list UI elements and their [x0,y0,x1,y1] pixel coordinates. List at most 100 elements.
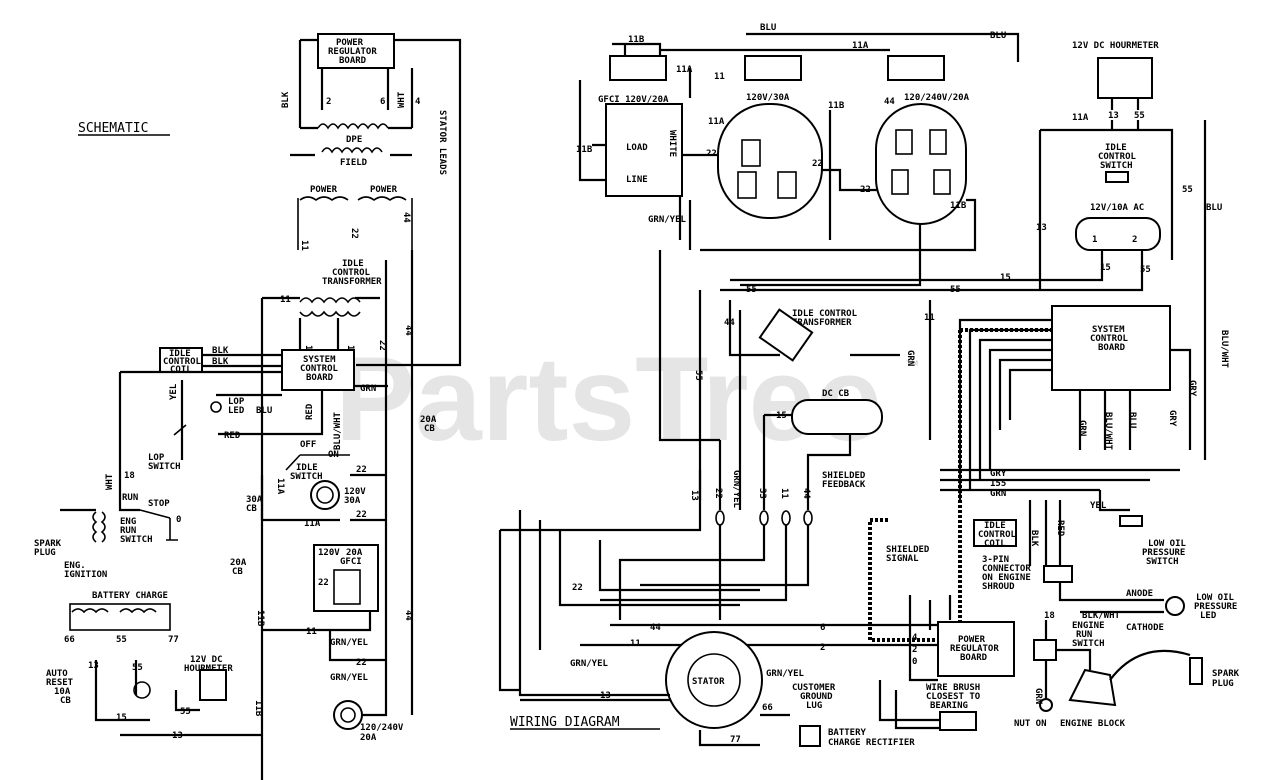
wd-30a-slot-2 [737,171,757,199]
wd-scb-2: CONTROL [1090,334,1129,344]
wd-icc-2: CONTROL [978,530,1017,540]
schem-77: 77 [168,635,179,645]
wd-idle-control-coil [973,519,1017,547]
wd-grn-scb: GRN [1077,420,1087,436]
schem-w44a: 44 [401,212,411,223]
schem-scb-line1: SYSTEM [303,355,336,365]
wd-11a-top: 11A [852,41,869,51]
schem-ign-wires [60,460,140,512]
wd-ac-receptacle [1075,217,1161,251]
schem-ers-1: ENG [120,517,136,527]
wd-ers-2: RUN [1076,630,1092,640]
wd-3pin-connector [1043,565,1073,583]
wd-blu-scb: BLU [1127,412,1137,428]
wd-anode: ANODE [1126,589,1153,599]
wd-breaker-240v [887,55,945,81]
schem-55-c: 55 [180,707,191,717]
wd-hourmeter-box [1097,57,1153,99]
wd-wb-1: WIRE BRUSH [926,683,980,693]
wd-sf-2: FEEDBACK [822,480,866,490]
wd-conn-22 [715,510,725,526]
schem-lop-led-1: LOP [228,397,245,407]
wd-breaker-gfci [609,55,667,81]
schem-off: OFF [300,440,316,450]
wd-3pin-2: CONNECTOR [982,564,1031,574]
schem-power-windings [297,196,413,250]
schem-field-coil [321,147,383,154]
wd-11-stator: 11 [630,639,641,649]
wd-cgl-3: LUG [806,701,822,711]
wd-15-ac: 15 [1100,263,1111,273]
wd-30a-wires [678,153,880,250]
schem-battery-wires [94,660,262,737]
wd-30a-slot-1 [741,139,761,167]
schem-66: 66 [64,635,75,645]
wd-bcr-1: BATTERY [828,728,867,738]
wd-bluwht-scb: BLU/WHT [1103,412,1113,451]
wd-los-3: SWITCH [1146,557,1179,567]
wd-scb-3: BOARD [1098,343,1126,353]
wd-lol-3: LED [1200,611,1217,621]
schem-w22a: 22 [349,228,359,239]
schem-30a-wires [260,473,386,522]
schem-lop-switch-2: SWITCH [148,462,181,472]
schem-ict-line1: IDLE [342,259,364,269]
schem-idle-control-coil [159,347,203,373]
wd-stator-grnyel: GRN/YEL [766,669,805,679]
schem-wire-4: 4 [415,97,421,107]
wd-sp-1: SPARK [1212,669,1240,679]
wd-dc-cb [791,399,883,435]
schem-55: 55 [116,635,127,645]
schem-240v-receptacle-inner [340,707,356,723]
wd-prb-1: POWER [958,635,986,645]
wd-blu-top2: BLU [990,31,1006,41]
wd-bluwht-side: BLU/WHT [1219,330,1229,369]
watermark-tm: ™ [905,357,919,373]
schem-wire-2: 2 [326,97,331,107]
schem-lop-switch-1: LOP [148,453,165,463]
wd-scb-1: SYSTEM [1092,325,1125,335]
wd-gry-scb-2: GRY [1187,380,1197,397]
schem-icc-line3: COIL [170,365,192,375]
wd-nut-icon [1039,698,1053,712]
wd-11-harn: 11 [779,488,789,499]
schem-run-switch-icon [139,509,178,541]
wd-ss-1: SHIELDED [886,545,930,555]
schem-blk-b: BLK [212,357,229,367]
wd-11-mid: 11 [924,313,935,323]
schem-w44-b: 44 [403,325,413,336]
wd-gfci-white: WHITE [667,130,677,157]
wd-11-top: 11 [714,72,725,82]
wd-13-side: 13 [1036,223,1047,233]
wd-ers-1: ENGINE [1072,621,1105,631]
wd-ics-3: SWITCH [1100,161,1133,171]
wd-blk-3pin: BLK [1029,530,1039,547]
wd-bcr-2: CHARGE RECTIFIER [828,738,915,748]
schem-ers-3: SWITCH [120,535,153,545]
schem-idle-switch-2: SWITCH [290,472,323,482]
schem-auto-2: RESET [46,678,74,688]
wd-cathode: CATHODE [1126,623,1164,633]
wd-ac-wires [720,120,1207,460]
schem-wht-label: WHT [397,91,407,108]
schem-ict-coil [299,297,361,317]
wd-stator-grnyel-l: GRN/YEL [570,659,609,669]
wd-3pin-1: 3-PIN [982,555,1009,565]
schem-13: 13 [88,661,99,671]
wd-13-harn: 13 [689,490,699,501]
wd-hm-label: 12V DC HOURMETER [1072,41,1159,51]
wd-ac-1: 1 [1092,235,1097,245]
schem-11-c: 11 [306,627,317,637]
schem-yel-label: YEL [169,383,179,400]
schem-wire-stator-feed [300,38,462,367]
schem-240v-1: 120/240V [360,723,404,733]
wd-77-stator: 77 [730,735,741,745]
wd-gfci-load: LOAD [626,143,648,153]
schem-ict-leads [260,296,380,780]
schem-w11a: 11 [299,240,309,251]
schem-icc-wires [202,353,282,368]
wd-22-30a-b: 22 [812,159,823,169]
wd-stator-label: STATOR [692,677,725,687]
schem-icc-line2: CONTROL [163,357,202,367]
